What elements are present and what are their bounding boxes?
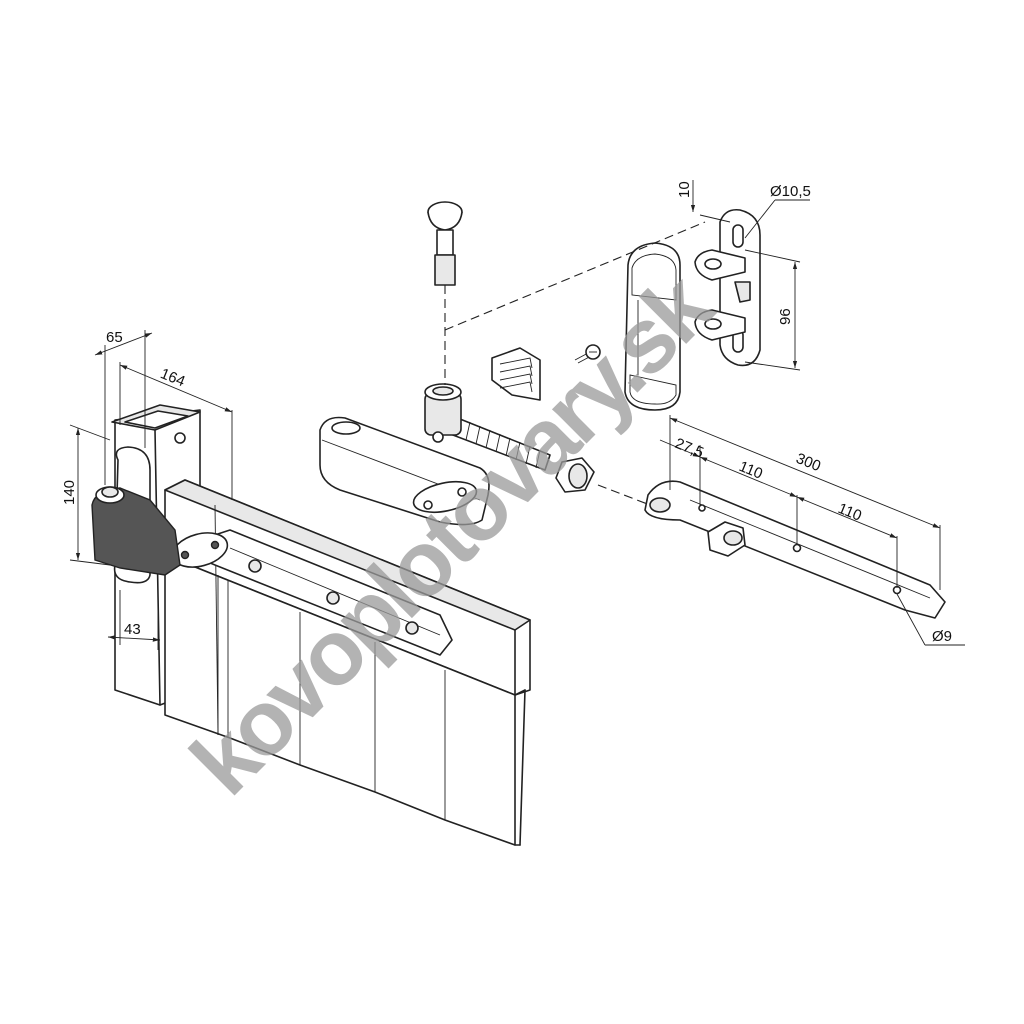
bolt-head-icon [248, 559, 262, 573]
cap-screw-icon [174, 432, 186, 444]
comb-insert [491, 347, 541, 401]
dim-post-offset: 43 [124, 621, 141, 638]
dim-strap-spacing-2: 110 [836, 500, 865, 525]
dim-bracket-offset: 10 [676, 181, 693, 198]
assembly-lines [444, 221, 706, 506]
mounted-hinge-strap [171, 529, 453, 656]
hinge-pin [427, 201, 463, 286]
dim-strap-hole: Ø9 [932, 628, 952, 645]
dim-strap-length: 300 [794, 450, 824, 475]
threaded-eye-bolt [424, 383, 595, 493]
bolt-head-icon [326, 591, 340, 605]
bracket-cover-cap [624, 242, 681, 411]
dim-bracket-height: 96 [777, 308, 794, 325]
dim-strap-first-hole: 27,5 [673, 435, 706, 462]
dim-bracket-hole: Ø10,5 [770, 183, 811, 200]
dim-strap-spacing-1: 110 [737, 458, 766, 483]
hinge-strap [644, 480, 946, 619]
wall-bracket [694, 208, 761, 367]
dim-hinge-reach: 164 [158, 365, 188, 390]
hinge-knuckle [91, 446, 181, 584]
dim-hinge-height: 140 [61, 480, 78, 505]
hinge-cover [319, 416, 490, 526]
bolt-head-icon [405, 621, 419, 635]
small-screw [574, 344, 601, 364]
dimension-lines [69, 180, 965, 650]
dim-post-width: 65 [106, 329, 123, 346]
